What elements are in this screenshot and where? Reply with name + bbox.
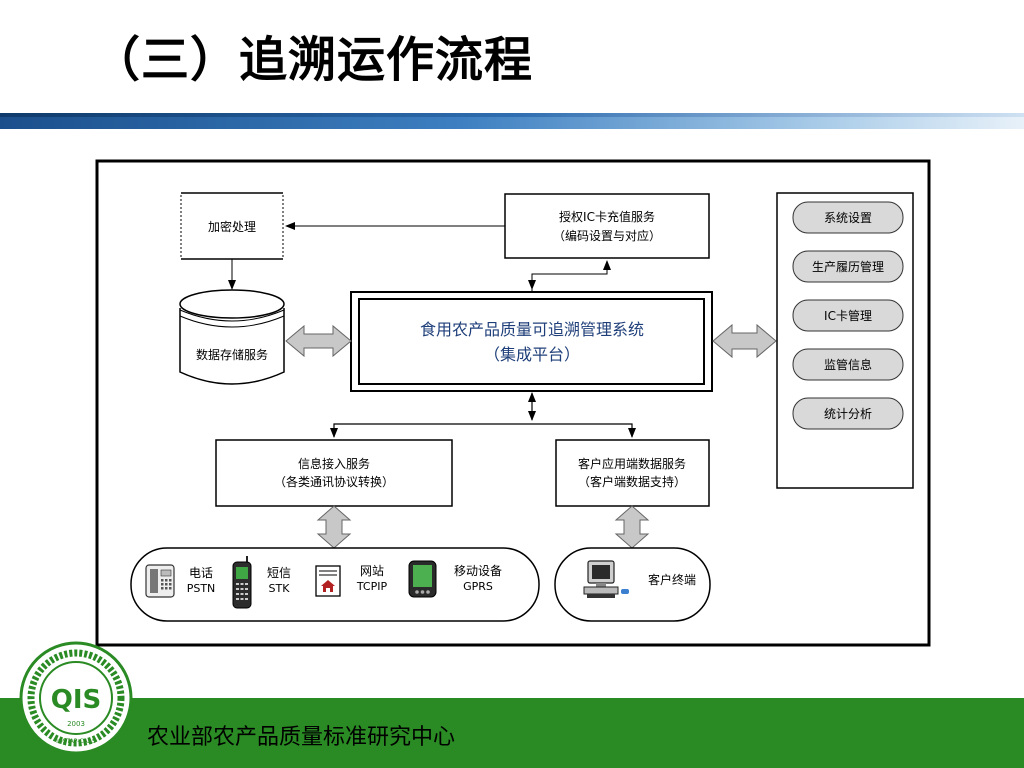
menu-item: 监管信息 (792, 348, 904, 381)
menu-item-label: 系统设置 (824, 211, 872, 225)
device-name-mobile: 移动设备 (454, 564, 502, 578)
core-to-ic-connector (528, 260, 611, 291)
device-name-phone: 电话 (189, 566, 213, 580)
logo-abbr: IQSTAP-CAAS (56, 738, 96, 745)
device-protocol-sms: STK (269, 582, 291, 595)
encrypt-box: 加密处理 (180, 192, 284, 260)
menu-item-label: 生产履历管理 (812, 259, 884, 274)
client-terminal-label: 客户终端 (648, 572, 696, 587)
info-access-line1: 信息接入服务 (298, 456, 370, 471)
client-service-line2: （客户端数据支持） (578, 474, 686, 489)
core-menu-double-arrow (712, 323, 777, 359)
mobile-phone-icon (232, 556, 252, 609)
device-protocol-mobile: GPRS (463, 580, 493, 593)
page-title: （三）追溯运作流程 (92, 32, 534, 88)
menu-item: IC卡管理 (792, 299, 904, 332)
menu-item: 统计分析 (792, 397, 904, 430)
website-icon (315, 565, 341, 597)
pda-icon (408, 560, 437, 598)
encrypt-label: 加密处理 (208, 219, 256, 234)
footer-bar (0, 698, 1024, 768)
menu-item-label: IC卡管理 (824, 308, 872, 323)
logo-year: 2003 (67, 720, 85, 728)
device-name-web: 网站 (360, 564, 384, 578)
menu-item: 生产履历管理 (792, 250, 904, 283)
ic-service-line2: （编码设置与对应） (553, 228, 661, 243)
ic-card-service-box: 授权IC卡充值服务 （编码设置与对应） (504, 193, 710, 259)
function-menu-panel (776, 192, 914, 489)
menu-item: 系统设置 (792, 201, 904, 234)
device-protocol-phone: PSTN (187, 582, 216, 595)
header-band (0, 113, 1024, 129)
core-line2: （集成平台） (484, 345, 580, 364)
organization-logo: QIS 2003 IQSTAP-CAAS (19, 641, 133, 755)
core-down-connector (330, 392, 636, 438)
computer-icon (583, 560, 629, 598)
logo-text: QIS (51, 685, 102, 715)
menu-item-label: 统计分析 (824, 407, 872, 421)
device-protocol-web: TCPIP (356, 580, 388, 593)
core-line1: 食用农产品质量可追溯管理系统 (420, 320, 644, 339)
client-service-line1: 客户应用端数据服务 (578, 456, 686, 471)
footer-org-name: 农业部农产品质量标准研究中心 (147, 725, 456, 750)
menu-item-label: 监管信息 (824, 357, 872, 372)
info-access-line2: （各类通讯协议转换） (274, 474, 394, 489)
core-system-box: 食用农产品质量可追溯管理系统 （集成平台） (350, 291, 713, 392)
device-name-sms: 短信 (267, 566, 291, 580)
client-service-box: 客户应用端数据服务 （客户端数据支持） (555, 439, 710, 507)
ic-service-line1: 授权IC卡充值服务 (559, 209, 655, 224)
telephone-icon (145, 564, 175, 598)
storage-core-double-arrow (285, 324, 352, 358)
storage-label: 数据存储服务 (196, 347, 268, 362)
info-access-box: 信息接入服务 （各类通讯协议转换） (215, 439, 453, 507)
storage-cylinder: 数据存储服务 (179, 289, 285, 385)
header-band-accent (0, 113, 1024, 117)
